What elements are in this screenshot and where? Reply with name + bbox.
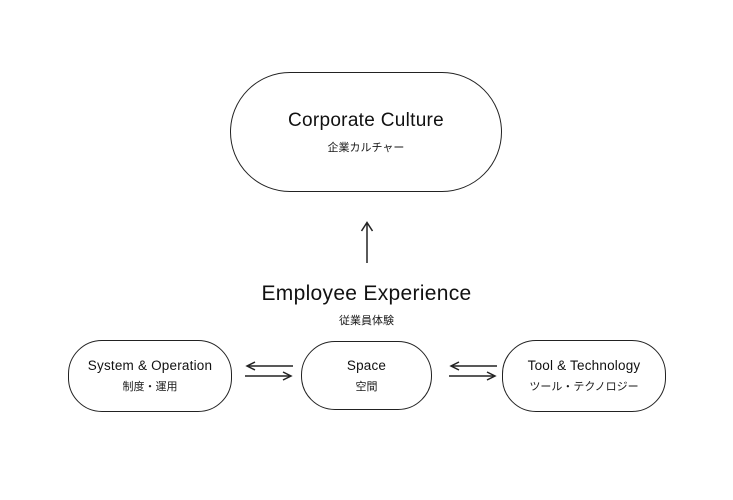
node-space: Space 空間 xyxy=(301,341,432,410)
node-system-operation: System & Operation 制度・運用 xyxy=(68,340,232,412)
node-subtitle: 空間 xyxy=(355,380,378,393)
heading-subtitle: 従業員体験 xyxy=(339,315,394,327)
node-subtitle: 企業カルチャー xyxy=(327,141,405,154)
employee-experience-heading: Employee Experience 従業員体験 xyxy=(0,282,733,328)
heading-title: Employee Experience xyxy=(261,282,472,305)
bidirectional-arrow-icon xyxy=(244,361,294,381)
node-title: Space xyxy=(346,357,387,373)
node-title: System & Operation xyxy=(87,358,213,373)
node-title: Corporate Culture xyxy=(287,109,445,131)
node-title: Tool & Technology xyxy=(527,358,641,373)
bidirectional-arrow-icon xyxy=(448,361,498,381)
node-tool-technology: Tool & Technology ツール・テクノロジー xyxy=(502,340,666,412)
up-arrow-icon xyxy=(358,220,376,264)
node-subtitle: 制度・運用 xyxy=(122,381,178,393)
node-corporate-culture: Corporate Culture 企業カルチャー xyxy=(230,72,502,192)
node-subtitle: ツール・テクノロジー xyxy=(529,381,639,393)
